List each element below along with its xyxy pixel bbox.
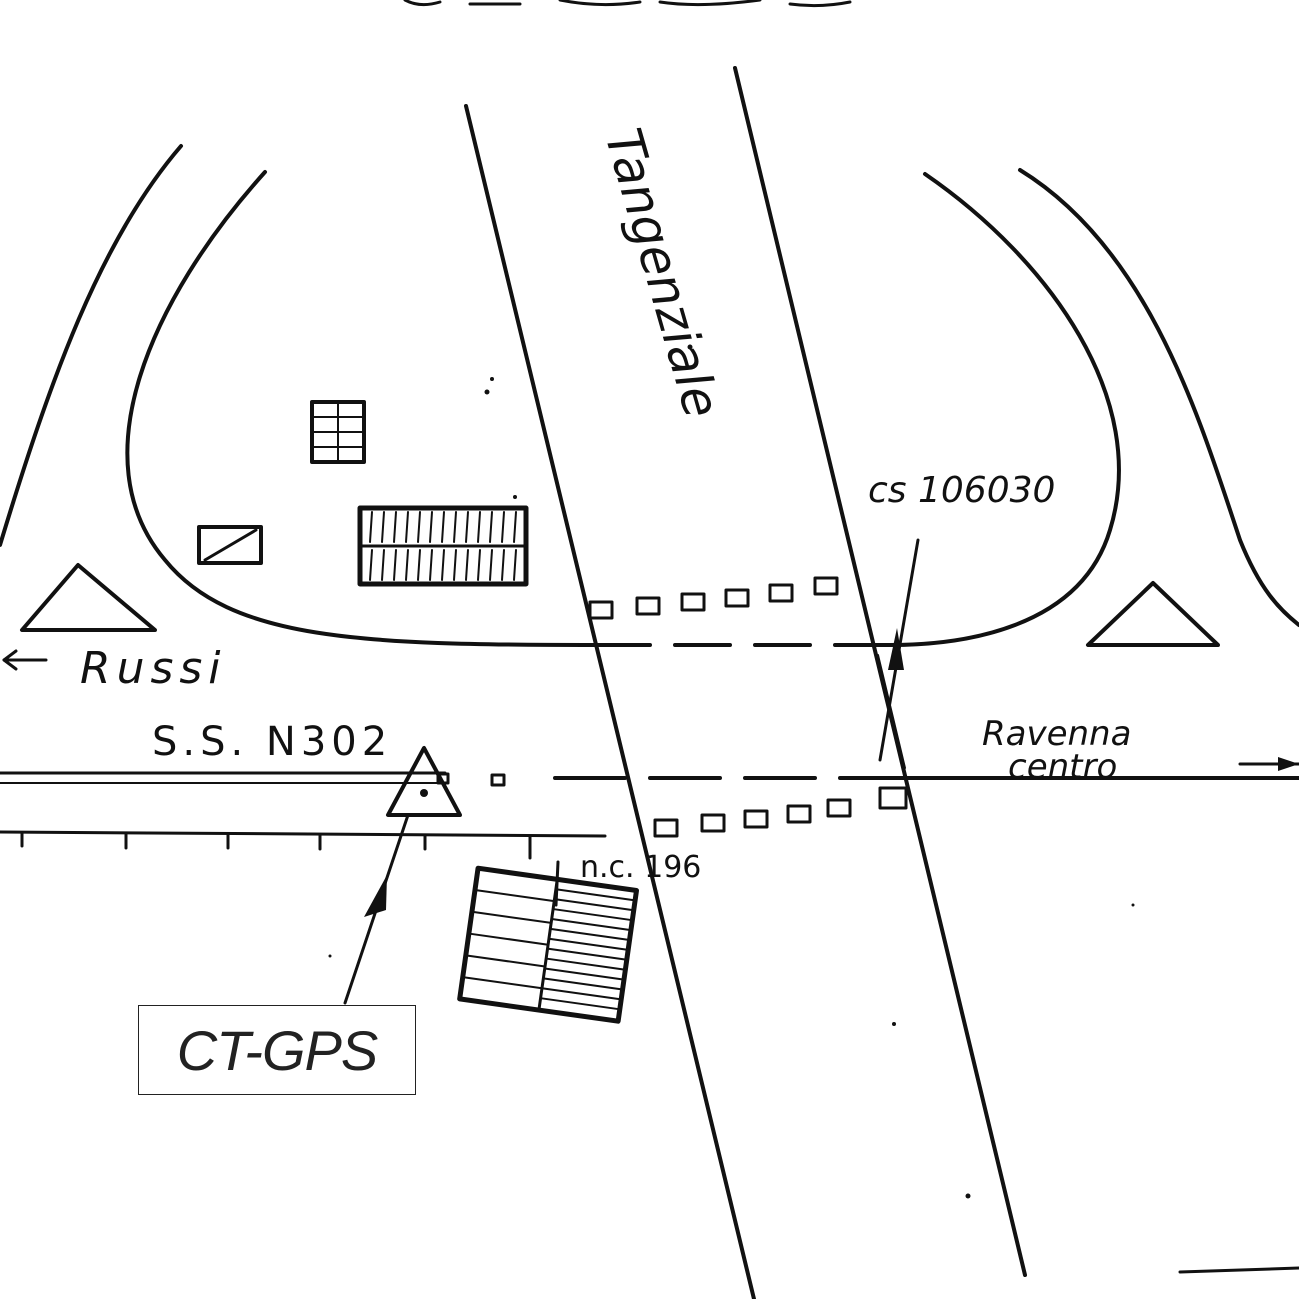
ss302-label: S.S. N302	[152, 719, 392, 765]
station-label-box: CT-GPS	[138, 1005, 416, 1095]
benchmark-cross-line	[877, 654, 906, 769]
small-building-grid	[310, 400, 366, 464]
right-traffic-island	[1086, 581, 1220, 647]
station-label: CT-GPS	[176, 1018, 378, 1082]
benchmark-code-label: cs 106030	[868, 470, 1055, 511]
left-outer-ramp	[0, 144, 183, 547]
ss302-lower-line	[0, 830, 607, 838]
ss302-marker-square-2	[490, 773, 506, 787]
benchmark-pointer-arrowhead	[888, 628, 904, 670]
large-building-hatched	[357, 505, 529, 587]
top-scribble	[403, 0, 852, 8]
bottom-right-stroke	[1178, 1266, 1299, 1274]
ravenna-label: Ravenna	[982, 714, 1131, 754]
russi-label: Russi	[80, 643, 227, 694]
right-direction-arrow-head	[1278, 757, 1299, 771]
nc-196-pointer	[554, 860, 560, 907]
centro-label: centro	[1008, 747, 1117, 787]
gps-station-triangle-icon	[386, 746, 462, 817]
gps-label-pointer-arrowhead	[364, 875, 387, 917]
tangenziale-label: Tangenziale	[593, 122, 731, 424]
lower-square-row	[653, 786, 908, 838]
left-traffic-island	[20, 563, 157, 632]
small-box-diagonal	[197, 525, 263, 565]
left-direction-arrow-head	[2, 649, 18, 671]
house-number-label: n.c. 196	[580, 850, 701, 885]
upper-square-row	[588, 576, 839, 620]
tangenziale-left-edge	[464, 104, 756, 1299]
building-nc-196	[457, 865, 639, 1024]
ss302-tick-marks	[20, 831, 532, 860]
right-inner-ramp	[888, 172, 1121, 647]
ink-specks	[328, 344, 1135, 1199]
left-loop-ramp	[125, 170, 597, 647]
right-outer-ramp	[1018, 168, 1299, 627]
tangenziale-right-edge	[733, 66, 1027, 1277]
